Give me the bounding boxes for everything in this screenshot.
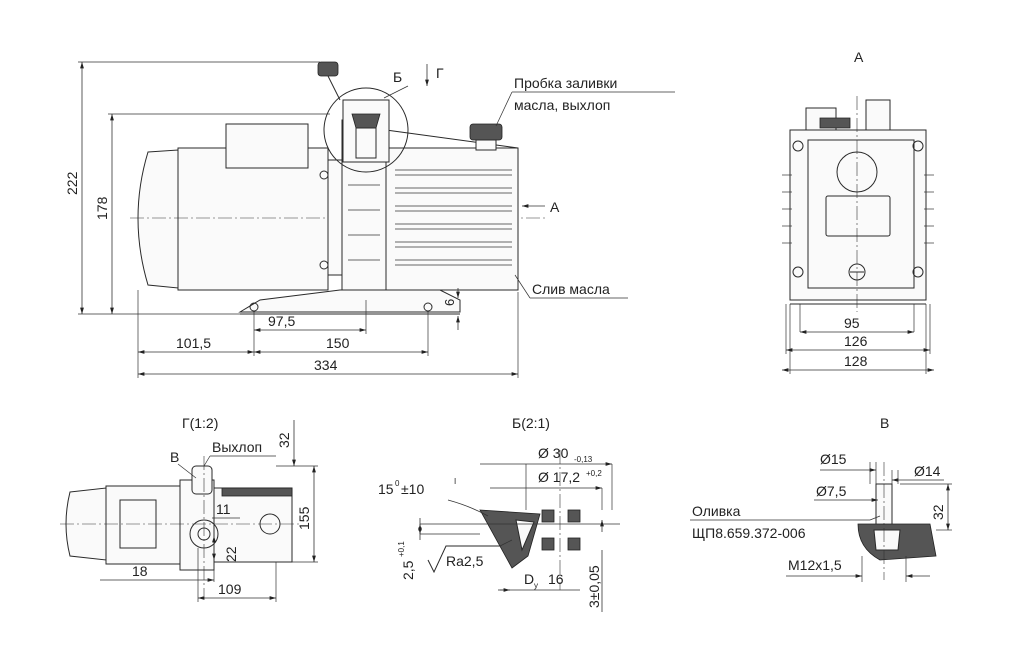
view-g-title: Г(1:2) (182, 415, 218, 431)
oliva-label: Оливка (692, 503, 741, 519)
dim-g-18: 18 (132, 563, 148, 579)
dim-150: 150 (326, 335, 350, 351)
detail-b-section: Б(2:1) Ø 30 -0,13 Ø 17,2 +0,2 15 0 ±10 I… (378, 415, 620, 612)
fill-plug-label-2: масла, выхлоп (514, 97, 610, 113)
view-g-mark: Г (436, 65, 444, 81)
main-side-view: Слив масла Пробка заливки масла, выхлоп … (64, 61, 675, 378)
motor-terminal-box (225, 123, 309, 169)
dim-6: 6 (442, 299, 457, 306)
dim-h3: 3±0,05 (586, 565, 602, 608)
dim-95: 95 (844, 315, 860, 331)
motor-end-cap (137, 149, 179, 289)
dim-dia17-tol: +0,2 (586, 469, 602, 478)
motor-housing (177, 147, 329, 291)
dim-dia7-5: Ø7,5 (816, 483, 847, 499)
pump-base (238, 289, 461, 313)
dim-angle-tol-mark: I (454, 477, 456, 486)
dim-dia17: Ø 17,2 (538, 469, 580, 485)
dim-angle-tol: ±10 (401, 481, 424, 497)
detail-b-mark: Б (393, 69, 402, 85)
dim-128: 128 (844, 353, 868, 369)
dim-h2-5: 2,5 (400, 560, 416, 580)
pump-body (385, 147, 519, 291)
dim-dia30-tol: -0,13 (574, 455, 593, 464)
oil-drain-label: Слив масла (532, 281, 610, 297)
detail-b-circle (323, 87, 409, 173)
dim-g-22: 22 (223, 546, 239, 562)
dim-du-val: 16 (548, 571, 564, 587)
dim-du: D (524, 571, 534, 587)
view-v-oliva: В Ø15 Ø14 Ø7,5 Оливка ЩП8.659.372-006 32… (690, 415, 952, 582)
dim-334: 334 (314, 357, 338, 373)
oliva-part-number: ЩП8.659.372-006 (692, 525, 806, 541)
dim-222: 222 (64, 171, 80, 195)
dim-thread: М12х1,5 (788, 557, 842, 573)
view-a-end: А 95 126 128 (782, 49, 934, 374)
view-a-title: А (854, 49, 864, 65)
dim-178: 178 (94, 196, 110, 220)
dim-g-32: 32 (276, 432, 292, 448)
dim-dia15: Ø15 (820, 451, 847, 467)
dim-dia30: Ø 30 (538, 445, 569, 461)
view-g-top: Г(1:2) В Выхлоп 32 155 11 22 18 1 (60, 415, 318, 602)
dim-v-32: 32 (930, 504, 946, 520)
detail-b-title: Б(2:1) (512, 415, 550, 431)
dim-h2-5-tol: +0,1 (397, 541, 406, 557)
top-knob (317, 61, 339, 77)
dim-g-155: 155 (296, 506, 312, 530)
dim-angle: 15 (378, 481, 394, 497)
exhaust-label: Выхлоп (212, 439, 262, 455)
view-a-arrow-label: А (550, 199, 560, 215)
view-v-mark: В (170, 449, 179, 465)
view-v-title: В (880, 415, 889, 431)
dim-101-5: 101,5 (176, 335, 211, 351)
fill-plug (469, 123, 503, 141)
dim-g-109: 109 (218, 581, 242, 597)
view-g-pump (213, 487, 293, 563)
dim-du-sub: у (534, 581, 538, 590)
detail-b-hatch (479, 509, 541, 569)
dim-g-11: 11 (216, 501, 231, 517)
roughness-ra: Ra2,5 (446, 553, 484, 569)
fill-plug-label-1: Пробка заливки (514, 75, 617, 91)
dim-126: 126 (844, 333, 868, 349)
dim-97-5: 97,5 (268, 313, 295, 329)
dim-angle-deg: 0 (395, 479, 400, 488)
dim-dia14: Ø14 (914, 463, 941, 479)
